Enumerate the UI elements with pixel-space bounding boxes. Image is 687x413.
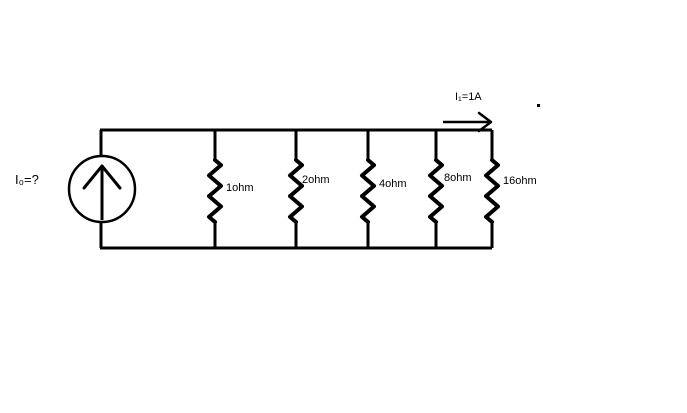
resistor-label: 16ohm [503,175,537,187]
resistor-label: 8ohm [444,172,472,184]
branch-current-label: I₁=1A [455,91,482,103]
resistor-label: 1ohm [226,182,254,194]
resistor-symbol [207,158,223,224]
resistor-symbol [484,158,500,224]
current-source-arrow-head [82,164,122,190]
resistor-symbol [360,158,376,224]
current-source-circle [67,154,137,224]
source-current-label: I₀=? [15,172,39,187]
branch-current-arrow [443,111,493,133]
stray-dot [537,104,540,107]
resistor-branches: 1ohm 2ohm 4ohm 8ohm 16ohm [207,130,537,248]
resistor-label: 4ohm [379,178,407,190]
resistor-label: 2ohm [302,174,330,186]
current-source-symbol [67,154,137,224]
resistor-symbol [428,158,444,224]
resistor-symbol [288,158,304,224]
current-arrow-head [477,111,493,133]
